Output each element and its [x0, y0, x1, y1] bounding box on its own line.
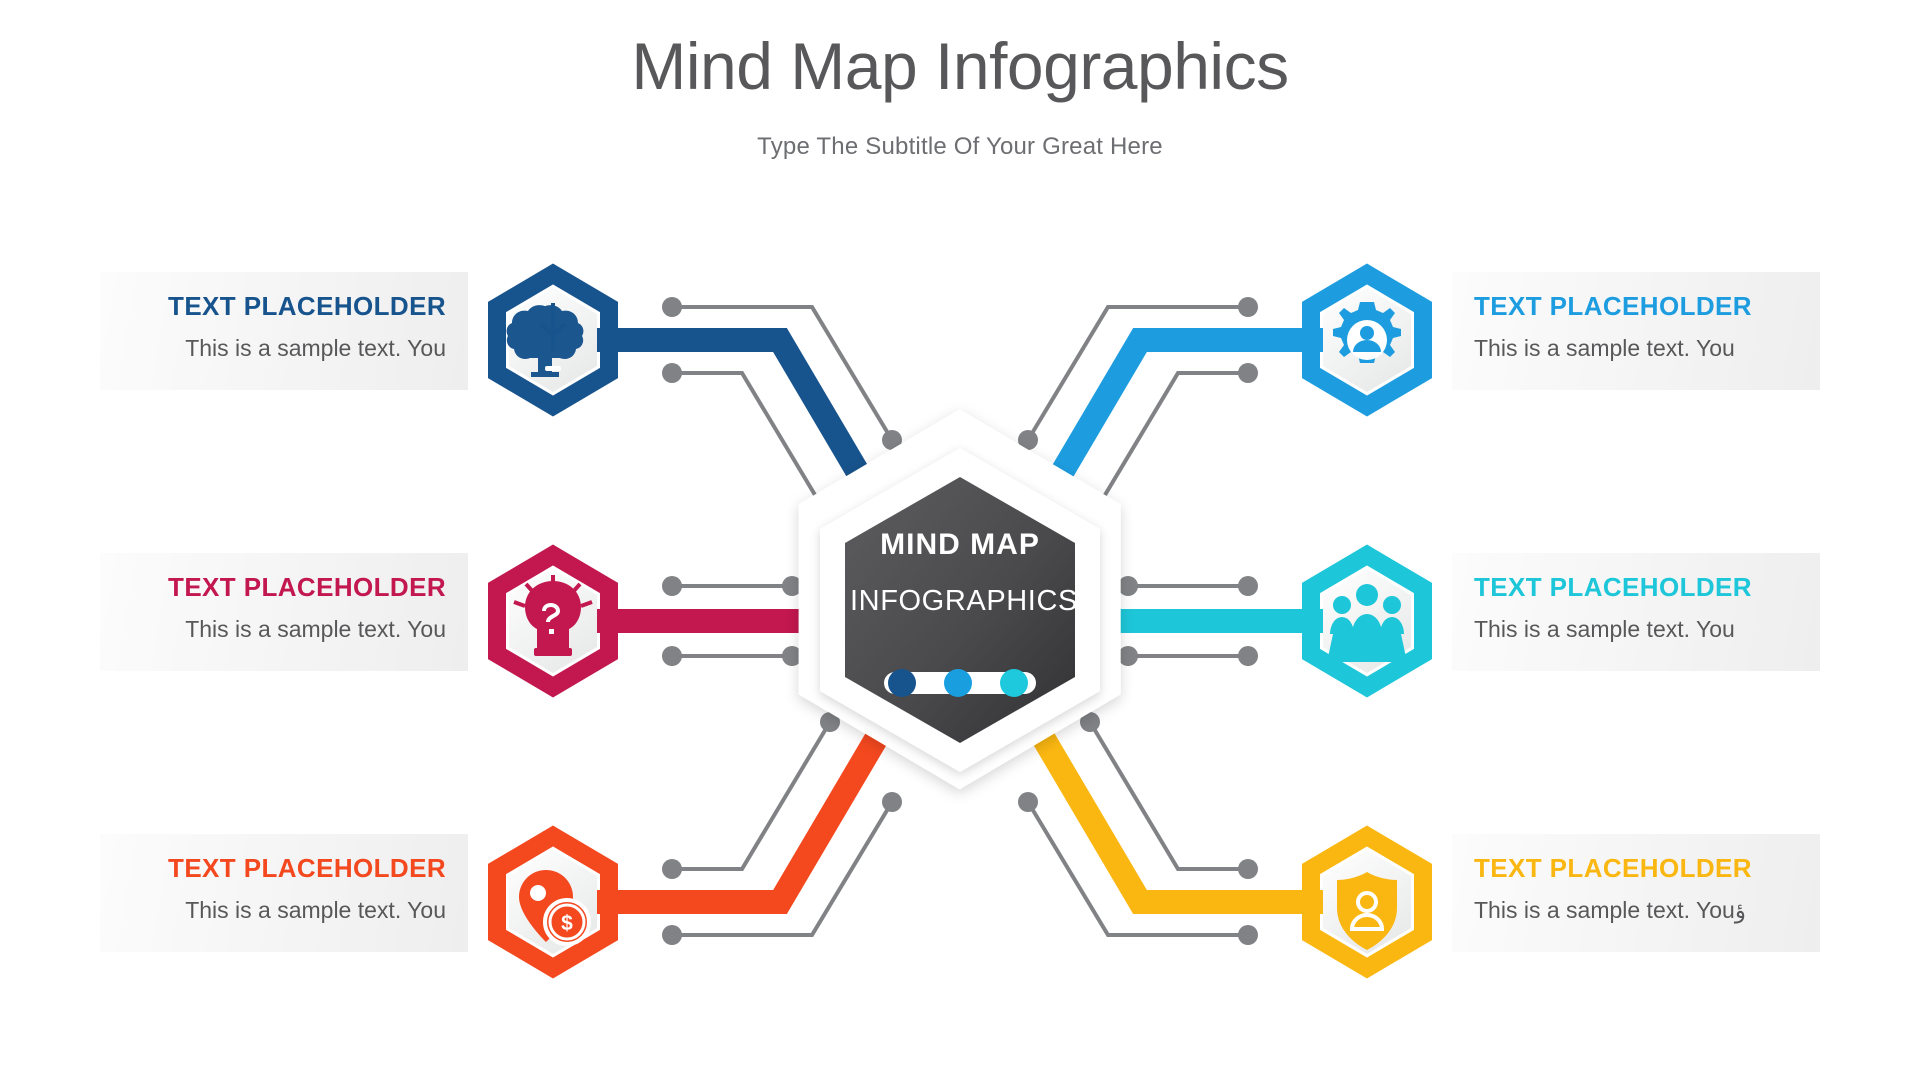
svg-text:$: $ — [561, 912, 573, 935]
node-hex-top-right[interactable] — [1302, 263, 1432, 417]
center-dot-3 — [1000, 669, 1028, 697]
panel-title: TEXT PLACEHOLDER — [1474, 572, 1752, 602]
panel-title: TEXT PLACEHOLDER — [1474, 853, 1752, 883]
panel-title: TEXT PLACEHOLDER — [1474, 291, 1752, 321]
node-hex-bottom-right[interactable] — [1302, 825, 1432, 979]
link-top-left — [560, 328, 903, 537]
link-bottom-left — [560, 705, 903, 914]
link-bottom-right — [1017, 705, 1360, 914]
link-top-right — [1017, 328, 1360, 537]
panel-top-right[interactable]: TEXT PLACEHOLDER This is a sample text. … — [1452, 272, 1820, 390]
node-hex-mid-left[interactable] — [488, 544, 618, 698]
node-hex-bottom-left[interactable]: $ — [488, 825, 618, 979]
gear-user-icon — [1333, 302, 1401, 363]
panel-body: This is a sample text. You — [185, 896, 446, 923]
page-title: Mind Map Infographics — [631, 29, 1289, 103]
center-dot-1 — [888, 669, 916, 697]
panel-body: This is a sample text. You — [185, 615, 446, 642]
panel-title: TEXT PLACEHOLDER — [168, 291, 446, 321]
head-idea-icon — [513, 575, 593, 656]
panel-top-left[interactable]: TEXT PLACEHOLDER This is a sample text. … — [100, 272, 468, 390]
center-dot-2 — [944, 669, 972, 697]
team-meeting-icon — [1327, 584, 1407, 662]
shield-user-icon — [1337, 872, 1397, 950]
node-hex-top-left[interactable] — [488, 263, 618, 417]
panel-body: This is a sample text. You — [1474, 334, 1735, 361]
panel-bottom-right[interactable]: TEXT PLACEHOLDER This is a sample text. … — [1452, 834, 1820, 952]
panel-bottom-left[interactable]: TEXT PLACEHOLDER This is a sample text. … — [100, 834, 468, 952]
panel-mid-right[interactable]: TEXT PLACEHOLDER This is a sample text. … — [1452, 553, 1820, 671]
center-hexagon[interactable] — [798, 409, 1121, 790]
node-hex-mid-right[interactable] — [1302, 544, 1432, 698]
panel-body: This is a sample text. Youؤ — [1474, 896, 1746, 923]
brain-bulb-icon — [506, 303, 584, 377]
panel-body: This is a sample text. You — [185, 334, 446, 361]
panel-body: This is a sample text. You — [1474, 615, 1735, 642]
panel-title: TEXT PLACEHOLDER — [168, 572, 446, 602]
panel-title: TEXT PLACEHOLDER — [168, 853, 446, 883]
panel-mid-left[interactable]: TEXT PLACEHOLDER This is a sample text. … — [100, 553, 468, 671]
page-subtitle: Type The Subtitle Of Your Great Here — [757, 133, 1163, 160]
location-money-icon: $ — [519, 870, 591, 946]
